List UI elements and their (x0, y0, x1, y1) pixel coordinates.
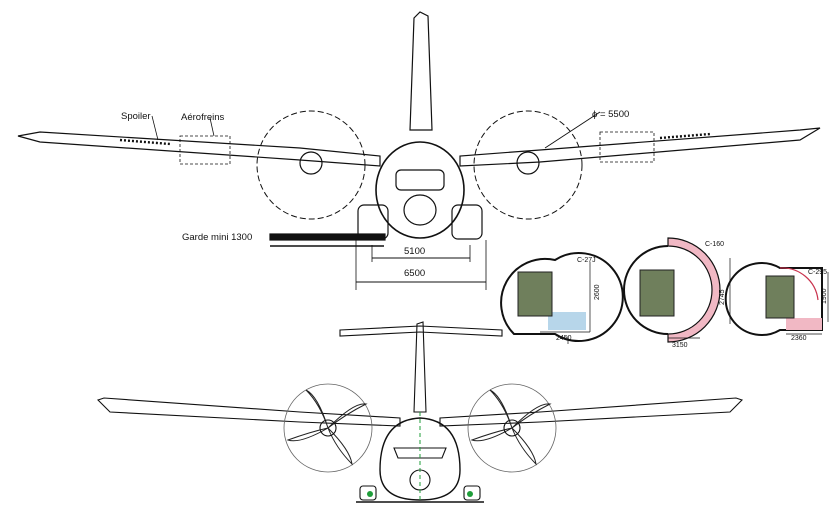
dimension-6500: 6500 (404, 268, 425, 279)
fuselage-bottom (379, 417, 461, 501)
right-gear-pod (451, 204, 483, 240)
left-wing (17, 131, 381, 167)
c160-width: 3150 (672, 342, 688, 349)
c160-cargo-area (667, 237, 721, 343)
vertical-tail (409, 11, 433, 131)
fuselage-front (375, 141, 465, 239)
section-c160 (623, 237, 731, 343)
dimension-5100: 5100 (404, 246, 425, 257)
propeller-diameter-label: ϕ = 5500 (592, 109, 629, 120)
front-view-top (17, 11, 821, 290)
horizontal-tail (339, 325, 503, 337)
c160-truck-icon (639, 269, 675, 317)
section-c27j (500, 252, 624, 344)
cockpit-window-bottom (393, 447, 447, 459)
c295-cargo-area (786, 318, 822, 330)
cockpit-window (395, 169, 445, 191)
c27j-height: 2600 (594, 284, 601, 300)
c295-name: C-295 (808, 269, 827, 276)
left-propeller-bottom (283, 383, 373, 473)
right-wing (459, 127, 821, 167)
aerofreins-label: Aérofreins (181, 112, 225, 123)
vertical-tail-bottom (413, 321, 427, 413)
right-engine-nacelle (516, 151, 540, 175)
left-wing-bottom (96, 397, 401, 427)
c160-height: 2745 (719, 289, 726, 305)
c295-truck-icon (765, 275, 795, 319)
left-engine-nacelle (299, 151, 323, 175)
nose-radome (403, 194, 437, 226)
c295-width: 2360 (791, 335, 807, 342)
c27j-cargo-area (548, 312, 586, 330)
right-wing-bottom (439, 397, 744, 427)
section-c295 (724, 262, 829, 336)
front-view-bottom (96, 321, 744, 503)
right-propeller-bottom (467, 383, 557, 473)
c27j-width: 2450 (556, 335, 572, 342)
c295-height: 1900 (821, 288, 828, 304)
ground-clearance-label: Garde mini 1300 (182, 232, 252, 243)
spoiler-label: Spoiler (121, 111, 151, 122)
right-propeller-disc (473, 110, 583, 220)
c27j-truck-icon (517, 271, 553, 317)
c160-name: C-160 (705, 241, 724, 248)
c27j-name: C-27J (577, 257, 596, 264)
left-propeller-disc (256, 110, 366, 220)
